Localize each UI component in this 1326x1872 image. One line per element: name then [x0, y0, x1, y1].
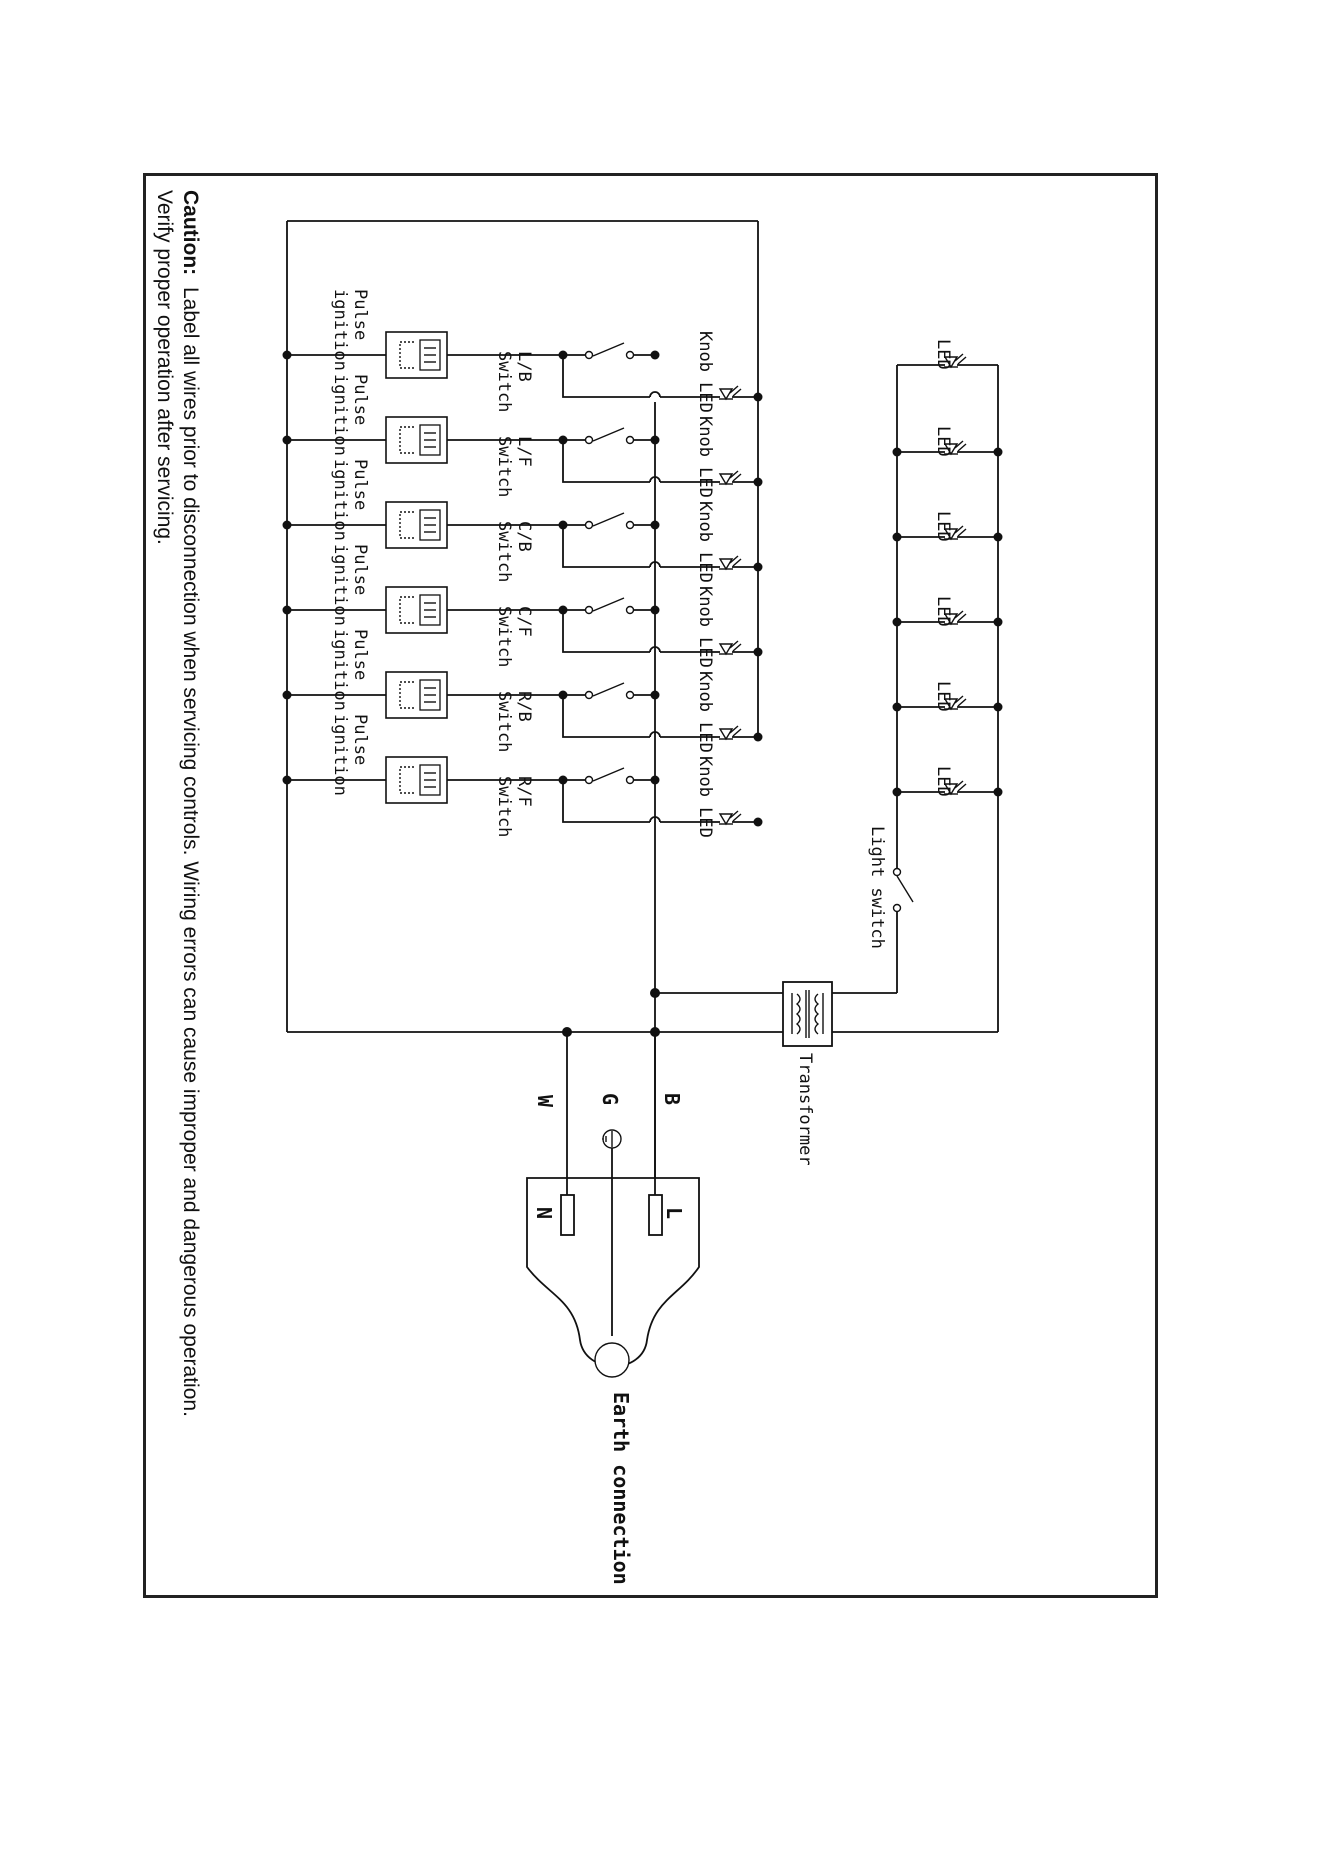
caution-heading: Caution: — [179, 190, 202, 275]
plug-label-l: L — [662, 1207, 686, 1219]
knob-led-icon — [718, 385, 742, 401]
burner-switch — [563, 597, 660, 615]
burner-code-label: C/B — [514, 521, 534, 552]
led-icon — [943, 610, 967, 626]
knob-led-label: Knob LED — [695, 671, 715, 753]
light-led-row: LED — [892, 426, 1003, 457]
burner-switch — [563, 767, 660, 785]
ignition-label: ignition — [330, 374, 350, 456]
pulse-label: Pulse — [350, 544, 370, 595]
wire-label-b: B — [660, 1093, 684, 1105]
switch-label: Switch — [494, 691, 514, 752]
led-label: LED — [933, 681, 953, 712]
led-label: LED — [933, 596, 953, 627]
pulse-label: Pulse — [350, 374, 370, 425]
caution-note: Caution: Label all wires prior to discon… — [153, 190, 202, 1417]
knob-led-icon — [718, 725, 742, 741]
led-icon — [943, 440, 967, 456]
knob-led-label: Knob LED — [695, 331, 715, 413]
earth-connection-label: Earth connection — [609, 1392, 633, 1585]
knob-led-label: Knob LED — [695, 416, 715, 498]
led-icon — [943, 353, 967, 369]
pulse-label: Pulse — [350, 714, 370, 765]
burner-switch — [563, 427, 660, 445]
burner-switch — [563, 682, 660, 700]
caution-line-1: Label all wires prior to disconnection w… — [179, 287, 202, 1417]
burner-code-label: C/F — [514, 606, 534, 637]
power-plug — [526, 1177, 700, 1378]
knob-led-icon — [718, 640, 742, 656]
light-led-row: LED — [897, 339, 998, 370]
knob-led-label: Knob LED — [695, 586, 715, 668]
light-led-row: LED — [892, 596, 1003, 627]
pulse-label: Pulse — [350, 629, 370, 680]
ignition-label: ignition — [330, 544, 350, 626]
pulse-igniter — [385, 671, 448, 719]
ground-symbol — [602, 1129, 622, 1336]
led-icon — [943, 525, 967, 541]
ignition-label: ignition — [330, 289, 350, 371]
wire-label-w: W — [533, 1095, 557, 1108]
burner-code-label: L/F — [514, 436, 534, 467]
caution-line-2: Verify proper operation after servicing. — [153, 190, 176, 545]
burner-code-label: L/B — [514, 351, 534, 382]
diagram-frame — [143, 173, 1158, 1598]
led-label: LED — [933, 511, 953, 542]
ignition-label: ignition — [330, 459, 350, 541]
pulse-igniter — [385, 756, 448, 804]
ignition-label: ignition — [330, 714, 350, 796]
pulse-label: Pulse — [350, 459, 370, 510]
pulse-igniter — [385, 586, 448, 634]
svg-text:Caution: Label all wires: Caution: Label all wires prior to discon… — [179, 190, 202, 1417]
led-label: LED — [933, 766, 953, 797]
knob-led-icon — [718, 555, 742, 571]
pulse-igniter — [385, 501, 448, 549]
knob-led-icon — [718, 810, 742, 826]
led-label: LED — [933, 426, 953, 457]
transformer-label: Transformer — [795, 1053, 815, 1166]
static-wires — [286, 220, 999, 1195]
switch-label: Switch — [494, 436, 514, 497]
burner-switch — [563, 512, 660, 530]
light-led-row: LED — [892, 511, 1003, 542]
pulse-igniter — [385, 331, 448, 379]
led-icon — [943, 695, 967, 711]
light-led-row: LED — [892, 766, 1003, 797]
knob-led-icon — [718, 470, 742, 486]
knob-led-label: Knob LED — [695, 756, 715, 838]
switch-label: Switch — [494, 776, 514, 837]
burner-code-label: R/F — [514, 776, 534, 807]
pulse-label: Pulse — [350, 289, 370, 340]
light-switch-label: Light switch — [867, 826, 887, 949]
knob-led-label: Knob LED — [695, 501, 715, 583]
switch-label: Switch — [494, 606, 514, 667]
pulse-igniter — [385, 416, 448, 464]
led-icon — [943, 780, 967, 796]
light-led-row: LED — [892, 681, 1003, 712]
burner-code-label: R/B — [514, 691, 534, 722]
transformer — [782, 981, 833, 1047]
switch-label: Switch — [494, 351, 514, 412]
light-led-rows: LED LED LED LED LED LED — [892, 339, 1003, 797]
led-label: LED — [933, 339, 953, 370]
burner-switch — [563, 342, 660, 360]
switch-label: Switch — [494, 521, 514, 582]
wire-label-g: G — [598, 1093, 622, 1105]
light-switch — [892, 860, 914, 920]
plug-label-n: N — [532, 1207, 556, 1219]
ignition-label: ignition — [330, 629, 350, 711]
